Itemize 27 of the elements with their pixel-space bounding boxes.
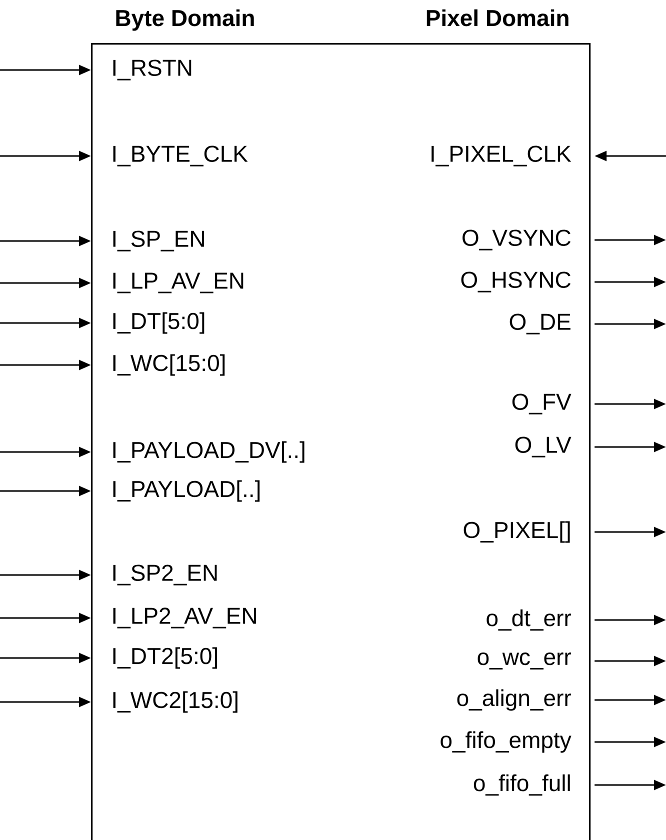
pin-label: I_LP2_AV_EN	[113, 608, 256, 628]
pin-label: o_dt_err	[486, 609, 571, 631]
pin-label: O_DE	[510, 314, 570, 334]
pin-label: I_WC2[15:0]	[113, 691, 238, 713]
pin-label: I_RSTN	[113, 60, 192, 80]
block-box	[91, 43, 591, 840]
pin-label: o_wc_err	[478, 652, 571, 670]
pin-label: I_PAYLOAD[..]	[113, 480, 260, 502]
pin-label: O_LV	[515, 436, 572, 458]
pin-label: I_PIXEL_CLK	[432, 146, 572, 166]
pin-label: o_fifo_full	[474, 774, 570, 796]
pin-label: I_LP_AV_EN	[113, 272, 244, 294]
pin-label: I_WC[15:0]	[113, 354, 225, 376]
domain-heading: Pixel Domain	[426, 9, 568, 26]
pin-label: I_DT[5:0]	[113, 312, 204, 334]
pin-label: O_HSYNC	[461, 272, 571, 292]
pin-label: I_DT2[5:0]	[113, 647, 217, 669]
pin-label: O_PIXEL[]	[464, 521, 570, 543]
domain-heading: Byte Domain	[116, 9, 254, 31]
pin-label: o_fifo_empty	[440, 731, 572, 753]
pin-label: O_VSYNC	[462, 230, 571, 250]
pin-label: o_align_err	[457, 689, 571, 711]
pin-label: I_BYTE_CLK	[113, 146, 248, 166]
pin-label: O_FV	[512, 394, 572, 414]
pin-label: I_SP_EN	[113, 230, 204, 252]
pin-label: I_PAYLOAD_DV[..]	[113, 441, 304, 463]
pin-label: I_SP2_EN	[113, 564, 217, 586]
